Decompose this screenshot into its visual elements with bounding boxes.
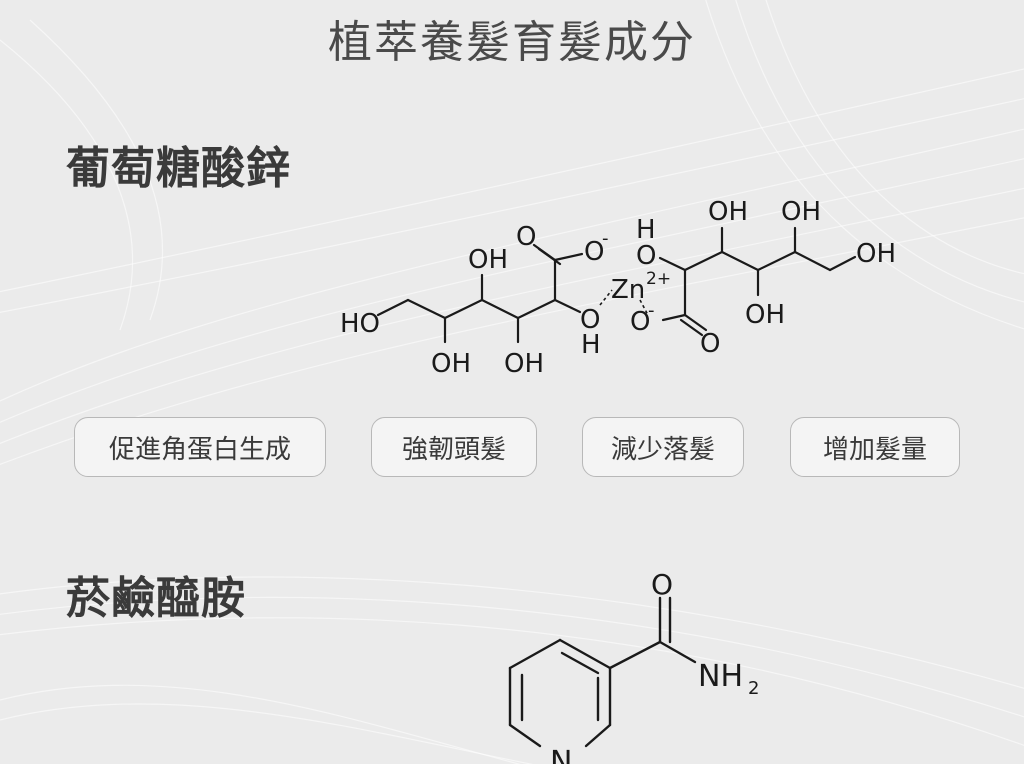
label-oh: OH [468,245,508,275]
label-o: O [584,237,604,267]
label-minus: - [648,300,655,321]
label-o: O [636,241,656,271]
label-o: O [700,329,720,359]
zinc-gluconate-structure: HO OH OH OH O O - O H Zn 2+ H O O - O OH… [340,197,896,379]
label-zn: Zn [611,275,645,305]
niacinamide-structure: O NH 2 N [508,568,759,764]
benefit-pill: 減少落髮 [582,417,744,477]
label-zn-charge: 2+ [646,269,671,289]
page-title: 植萃養髮育髮成分 [328,17,696,68]
label-minus: - [602,228,609,249]
benefit-pill: 促進角蛋白生成 [74,417,326,477]
label-sub2: 2 [748,678,759,699]
label-oh: OH [781,197,821,227]
benefit-pill: 增加髮量 [790,417,960,477]
label-n: N [550,745,572,764]
label-oh: OH [504,349,544,379]
label-o: O [630,307,650,337]
label-oh: OH [431,349,471,379]
label-oh: OH [708,197,748,227]
label-h: H [636,215,656,245]
benefit-pill: 強韌頭髮 [371,417,537,477]
label-oh: OH [856,239,896,269]
niacinamide-title: 菸鹼醯胺 [66,573,246,624]
label-o: O [516,222,536,252]
label-ho: HO [340,309,380,339]
label-oh: OH [745,300,785,330]
zinc-gluconate-title: 葡萄糖酸鋅 [66,143,291,194]
label-h: H [581,330,601,360]
benefit-list: 促進角蛋白生成 強韌頭髮 減少落髮 增加髮量 [0,417,1024,479]
label-o: O [651,568,673,601]
label-o: O [580,305,600,335]
label-nh: NH [698,659,743,694]
